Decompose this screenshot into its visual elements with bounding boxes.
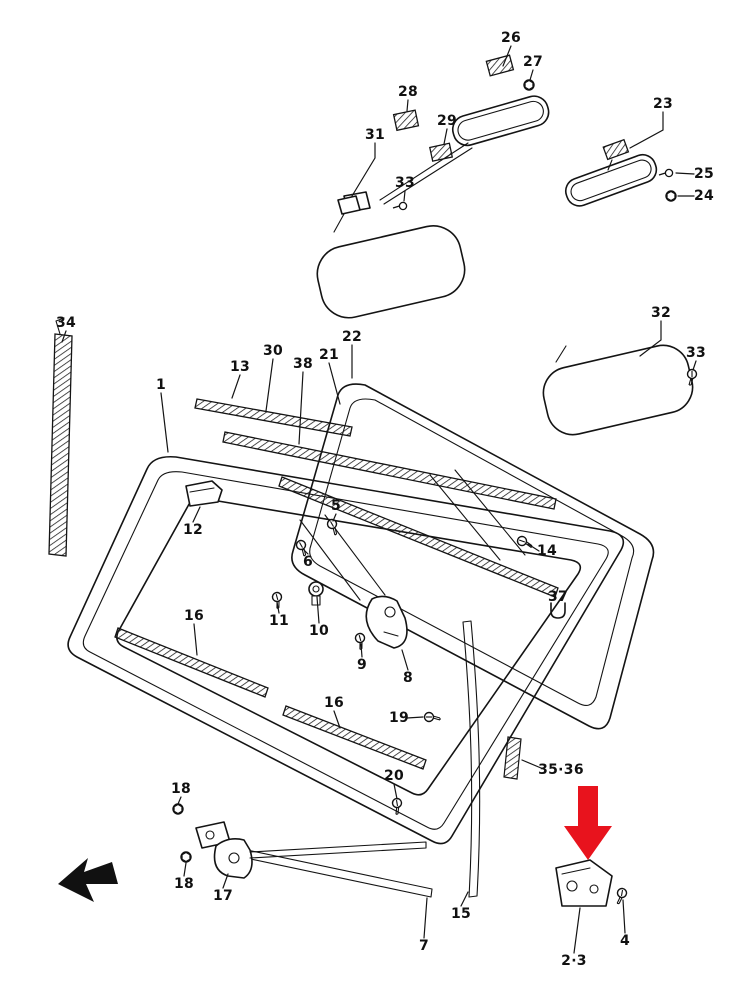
part-label-33a: 33 <box>394 175 416 191</box>
part-label-28: 28 <box>397 84 419 100</box>
part-label-30: 30 <box>262 343 284 359</box>
part-label-17: 17 <box>212 888 234 904</box>
part-label-11: 11 <box>268 613 290 629</box>
part-label-38: 38 <box>292 356 314 372</box>
sun-visor-left <box>316 195 466 319</box>
part-label-7: 7 <box>418 938 430 954</box>
part-label-21: 21 <box>318 347 340 363</box>
part-label-20: 20 <box>383 768 405 784</box>
part-label-8: 8 <box>402 670 414 686</box>
part-label-1: 1 <box>155 377 167 393</box>
part-label-16a: 16 <box>183 608 205 624</box>
part-label-14: 14 <box>536 543 558 559</box>
part-label-23: 23 <box>652 96 674 112</box>
part-label-2-3: 2·3 <box>561 953 587 969</box>
highlighted-bracket <box>555 859 613 907</box>
small-strip <box>503 736 522 780</box>
part-label-19: 19 <box>388 710 410 726</box>
hinge-assembly <box>195 821 427 879</box>
mirror-assembly-2 <box>564 138 677 207</box>
part-label-4: 4 <box>619 933 631 949</box>
part-label-34: 34 <box>55 315 77 331</box>
part-label-33b: 33 <box>685 345 707 361</box>
part-label-27: 27 <box>522 54 544 70</box>
part-label-22: 22 <box>341 329 363 345</box>
leader-lines <box>61 45 697 954</box>
highlight-arrow <box>564 786 612 860</box>
part-label-35-36: 35·36 <box>538 762 584 778</box>
part-label-25: 25 <box>693 166 715 182</box>
part-label-9: 9 <box>356 657 368 673</box>
side-strip <box>48 317 73 557</box>
part-label-31: 31 <box>364 127 386 143</box>
part-label-24: 24 <box>693 188 715 204</box>
part-label-18a: 18 <box>170 781 192 797</box>
pillar-strip <box>462 620 481 898</box>
part-label-13: 13 <box>229 359 251 375</box>
sun-visor-right <box>542 344 698 436</box>
inside-mirror <box>343 54 550 213</box>
direction-arrow <box>58 858 118 902</box>
part-label-15: 15 <box>450 906 472 922</box>
part-label-16b: 16 <box>323 695 345 711</box>
part-label-32: 32 <box>650 305 672 321</box>
part-label-10: 10 <box>308 623 330 639</box>
part-label-18b: 18 <box>173 876 195 892</box>
upper-moldings <box>194 398 559 598</box>
small-parts <box>172 480 628 906</box>
part-label-29: 29 <box>436 113 458 129</box>
part-label-12: 12 <box>182 522 204 538</box>
part-label-37: 37 <box>547 589 569 605</box>
lower-moldings <box>114 627 427 770</box>
part-label-5: 5 <box>330 498 342 514</box>
part-label-6: 6 <box>302 554 314 570</box>
part-label-26: 26 <box>500 30 522 46</box>
